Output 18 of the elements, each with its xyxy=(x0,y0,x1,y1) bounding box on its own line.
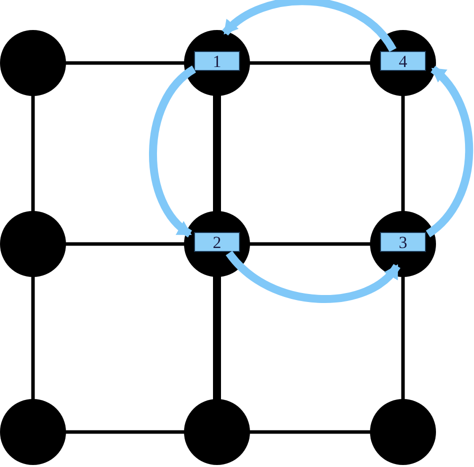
grid-line xyxy=(401,94,405,213)
curved-arrow xyxy=(226,250,400,303)
grid-line xyxy=(213,275,221,401)
grid-line xyxy=(248,242,372,246)
grid-line xyxy=(213,94,221,213)
grid-line xyxy=(64,61,186,65)
grid-line xyxy=(64,430,186,434)
number-tag: 1 xyxy=(194,51,240,71)
grid-line xyxy=(31,275,35,401)
grid-line xyxy=(401,275,405,401)
number-tag: 3 xyxy=(380,232,426,252)
number-tag: 4 xyxy=(380,51,426,71)
grid-line xyxy=(64,242,186,246)
number-tag: 2 xyxy=(194,232,240,252)
grid-line xyxy=(248,61,372,65)
grid-line xyxy=(248,430,372,434)
grid-line xyxy=(31,94,35,213)
curved-arrow xyxy=(149,66,196,238)
